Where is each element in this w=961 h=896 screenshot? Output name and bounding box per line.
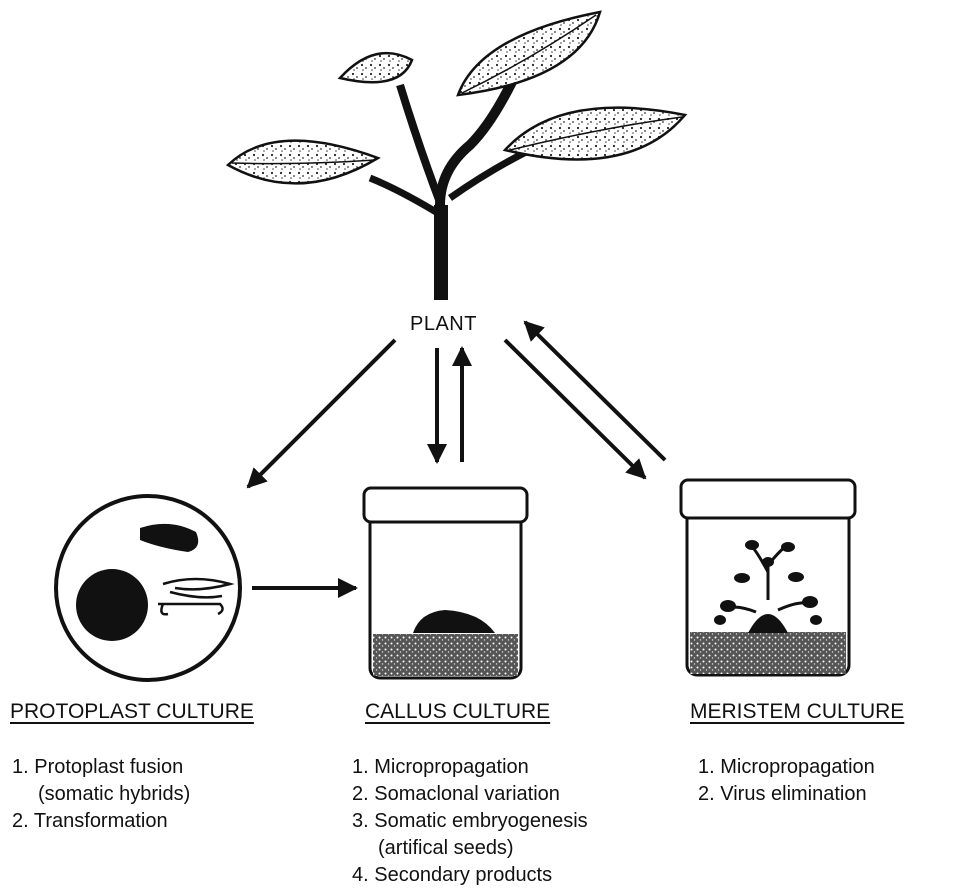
arrow-plant-to-protoplast	[248, 340, 395, 487]
arrow-meristem-to-plant	[525, 322, 665, 460]
callus-culture-heading: CALLUS CULTURE	[365, 700, 550, 724]
plant-label: PLANT	[410, 313, 477, 336]
list-item: (artifical seeds)	[352, 835, 588, 862]
list-item: 4. Secondary products	[352, 862, 588, 889]
protoplast-dish-icon	[56, 496, 240, 680]
callus-culture-list: 1. Micropropagation 2. Somaclonal variat…	[352, 754, 588, 889]
meristem-culture-heading: MERISTEM CULTURE	[690, 700, 904, 724]
plant-icon	[228, 12, 685, 300]
list-item: 1. Protoplast fusion	[12, 754, 190, 781]
list-item: 2. Somaclonal variation	[352, 781, 588, 808]
protoplast-culture-heading: PROTOPLAST CULTURE	[10, 700, 254, 724]
list-item: 2. Virus elimination	[698, 781, 875, 808]
list-item: 1. Micropropagation	[698, 754, 875, 781]
callus-jar-icon	[364, 488, 527, 678]
list-item: 3. Somatic embryogenesis	[352, 808, 588, 835]
list-item: 1. Micropropagation	[352, 754, 588, 781]
list-item: 2. Transformation	[12, 808, 190, 835]
list-item: (somatic hybrids)	[12, 781, 190, 808]
meristem-culture-list: 1. Micropropagation 2. Virus elimination	[698, 754, 875, 808]
meristem-jar-icon	[681, 480, 855, 675]
arrow-plant-to-meristem	[505, 340, 645, 478]
protoplast-culture-list: 1. Protoplast fusion (somatic hybrids) 2…	[12, 754, 190, 835]
